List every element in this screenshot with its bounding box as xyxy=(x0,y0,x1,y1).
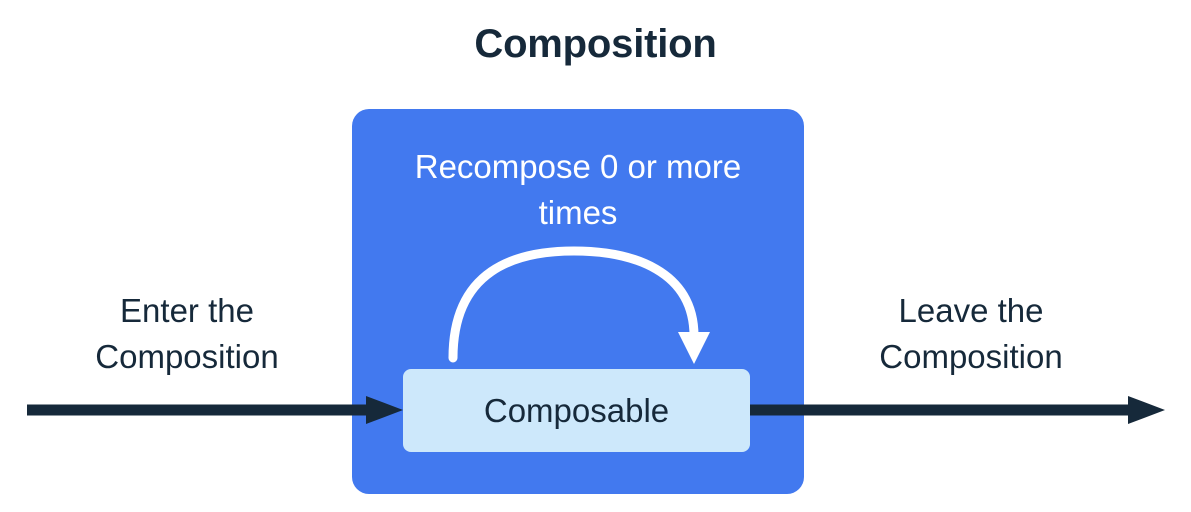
page-title: Composition xyxy=(474,22,717,66)
recompose-label: Recompose 0 or more times xyxy=(414,148,742,231)
composable-node: Composable xyxy=(403,369,750,452)
leave-composition-label: Leave the Composition xyxy=(879,292,1063,375)
enter-composition-label: Enter the Composition xyxy=(95,292,279,375)
composable-label: Composable xyxy=(483,391,670,429)
arrow-right-icon-enter xyxy=(27,396,403,424)
arrow-right-icon-leave xyxy=(750,396,1165,424)
